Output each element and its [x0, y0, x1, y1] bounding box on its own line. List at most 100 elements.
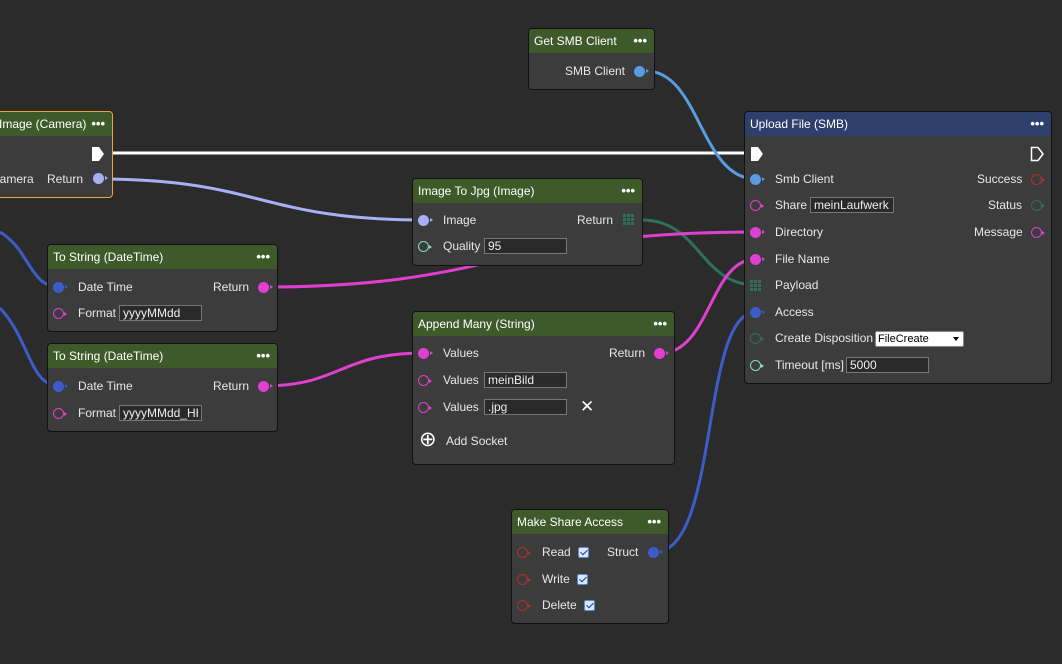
delete-checkbox[interactable] — [584, 600, 595, 611]
values-label-1: Values — [443, 346, 479, 360]
delete-label: Delete — [542, 598, 577, 612]
node-header[interactable]: Get SMB Client ••• — [529, 29, 654, 53]
success-socket[interactable] — [1031, 174, 1042, 185]
node-to-string-datetime-2[interactable]: To String (DateTime) ••• Date Time Retur… — [47, 343, 278, 432]
wire-jpg-payload — [642, 220, 756, 285]
node-get-smb-client[interactable]: Get SMB Client ••• SMB Client — [528, 28, 655, 90]
values-label-3: Values — [443, 400, 479, 414]
write-socket[interactable] — [517, 574, 528, 585]
read-label: Read — [542, 545, 571, 559]
datetime-socket[interactable] — [53, 282, 64, 293]
menu-dots-icon[interactable]: ••• — [633, 29, 647, 53]
menu-dots-icon[interactable]: ••• — [91, 112, 105, 136]
node-header[interactable]: Upload File (SMB) ••• — [745, 112, 1051, 136]
message-socket[interactable] — [1031, 227, 1042, 238]
remove-socket-icon[interactable]: ✕ — [580, 398, 594, 416]
quality-input[interactable] — [484, 238, 567, 254]
format-label: Format — [78, 406, 116, 420]
directory-socket[interactable] — [750, 227, 761, 238]
create-disposition-select[interactable]: FileCreate — [875, 331, 964, 347]
create-disposition-socket[interactable] — [750, 333, 761, 344]
share-socket[interactable] — [750, 200, 761, 211]
datetime-label: Date Time — [78, 379, 133, 393]
exec-in-icon[interactable] — [750, 146, 765, 162]
return-socket[interactable] — [258, 282, 269, 293]
node-make-share-access[interactable]: Make Share Access ••• Read Struct Write … — [511, 509, 669, 624]
wire-camera-image — [99, 179, 424, 220]
write-checkbox[interactable] — [577, 574, 588, 585]
node-header[interactable]: Make Share Access ••• — [512, 510, 668, 534]
node-title: To String (DateTime) — [53, 250, 163, 264]
node-image-camera[interactable]: Image (Camera) ••• Camera Return — [0, 111, 113, 198]
exec-out-icon[interactable] — [91, 146, 105, 162]
menu-dots-icon[interactable]: ••• — [256, 245, 270, 269]
delete-socket[interactable] — [517, 600, 528, 611]
menu-dots-icon[interactable]: ••• — [653, 312, 667, 336]
timeout-input[interactable] — [846, 357, 929, 373]
smb-client-socket[interactable] — [634, 66, 645, 77]
node-image-to-jpg[interactable]: Image To Jpg (Image) ••• Image Return Qu… — [412, 178, 643, 266]
node-title: Image To Jpg (Image) — [418, 184, 535, 198]
smb-client-in-socket[interactable] — [750, 174, 761, 185]
wire-smb-client — [646, 71, 756, 179]
image-socket[interactable] — [418, 215, 429, 226]
menu-dots-icon[interactable]: ••• — [1030, 112, 1044, 136]
timeout-socket[interactable] — [750, 360, 761, 371]
quality-label: Quality — [443, 239, 480, 253]
read-socket[interactable] — [517, 547, 528, 558]
write-label: Write — [542, 572, 570, 586]
return-label: Return — [609, 346, 645, 360]
wire-string2-values — [264, 353, 424, 386]
node-upload-file-smb[interactable]: Upload File (SMB) ••• Smb Client Share D… — [744, 111, 1052, 384]
format-input[interactable] — [119, 305, 202, 321]
node-header[interactable]: To String (DateTime) ••• — [48, 344, 277, 368]
share-input[interactable] — [810, 197, 894, 213]
access-label: Access — [775, 305, 814, 319]
menu-dots-icon[interactable]: ••• — [621, 179, 635, 203]
node-header[interactable]: Image To Jpg (Image) ••• — [413, 179, 642, 203]
return-label: Return — [213, 379, 249, 393]
node-title: Append Many (String) — [418, 317, 535, 331]
node-header[interactable]: To String (DateTime) ••• — [48, 245, 277, 269]
node-header[interactable]: Image (Camera) ••• — [0, 112, 112, 136]
add-socket-icon[interactable]: ⊕ — [419, 429, 437, 451]
format-socket[interactable] — [53, 308, 64, 319]
format-input[interactable] — [119, 405, 202, 421]
return-socket[interactable] — [654, 348, 665, 359]
success-label: Success — [977, 172, 1022, 186]
return-socket[interactable] — [93, 173, 104, 184]
node-title: To String (DateTime) — [53, 349, 163, 363]
share-label: Share — [775, 198, 807, 212]
status-socket[interactable] — [1031, 200, 1042, 211]
access-socket[interactable] — [750, 307, 761, 318]
values-input-3[interactable] — [484, 399, 567, 415]
image-label: Image — [443, 213, 476, 227]
node-append-many-string[interactable]: Append Many (String) ••• Values Return V… — [412, 311, 675, 465]
values-input-2[interactable] — [484, 372, 567, 388]
smb-client-label: SMB Client — [565, 64, 625, 78]
return-label: Return — [577, 213, 613, 227]
format-socket[interactable] — [53, 408, 64, 419]
menu-dots-icon[interactable]: ••• — [256, 344, 270, 368]
return-grid-icon[interactable] — [623, 214, 634, 225]
file-name-socket[interactable] — [750, 254, 761, 265]
values-socket-3[interactable] — [418, 402, 429, 413]
values-label-2: Values — [443, 373, 479, 387]
camera-label: Camera — [0, 172, 34, 186]
quality-socket[interactable] — [418, 241, 429, 252]
node-header[interactable]: Append Many (String) ••• — [413, 312, 674, 336]
node-title: Image (Camera) — [0, 117, 86, 131]
values-socket-1[interactable] — [418, 348, 429, 359]
struct-socket[interactable] — [648, 547, 659, 558]
exec-out-icon[interactable] — [1030, 146, 1045, 162]
add-socket-label[interactable]: Add Socket — [446, 434, 507, 448]
node-to-string-datetime-1[interactable]: To String (DateTime) ••• Date Time Retur… — [47, 244, 278, 332]
create-disposition-value: FileCreate — [878, 333, 929, 345]
return-socket[interactable] — [258, 381, 269, 392]
read-checkbox[interactable] — [578, 547, 589, 558]
payload-grid-icon[interactable] — [750, 280, 761, 291]
menu-dots-icon[interactable]: ••• — [647, 510, 661, 534]
datetime-socket[interactable] — [53, 381, 64, 392]
values-socket-2[interactable] — [418, 375, 429, 386]
message-label: Message — [974, 225, 1023, 239]
